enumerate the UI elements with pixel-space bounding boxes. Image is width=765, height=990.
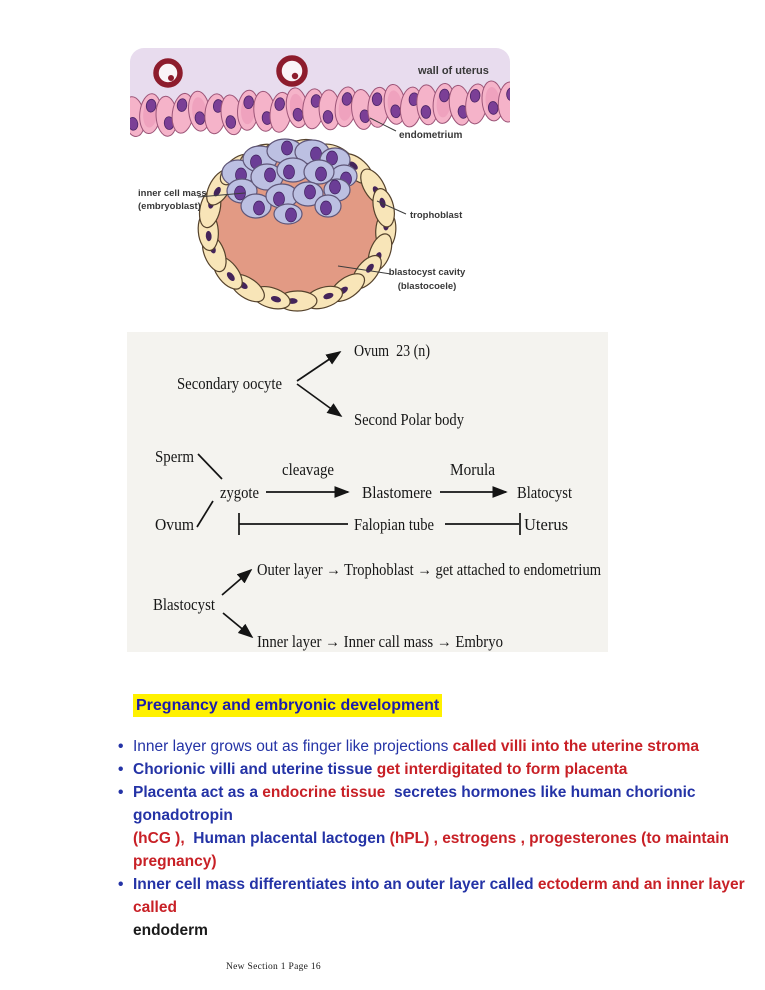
- note-text-segment: (hPL) , estrogens , progesterones (to ma…: [389, 830, 729, 847]
- note-line: called: [118, 896, 764, 919]
- flow-falopian-tube: Falopian tube: [354, 515, 434, 534]
- note-text-segment: Chorionic villi and uterine tissue: [133, 761, 377, 778]
- flowchart-connectors: [196, 351, 521, 639]
- blood-vessel-icon: [153, 58, 183, 88]
- blastocyst-implantation-figure: wall of uterus endometrium inner cell ma…: [130, 48, 510, 312]
- flow-ovum-23n: Ovum 23 (n): [354, 341, 430, 360]
- flowchart-background: [127, 332, 608, 652]
- note-line: • Chorionic villi and uterine tissue get …: [118, 758, 764, 781]
- flow-morula: Morula: [450, 460, 495, 479]
- flow-blastomere: Blastomere: [362, 483, 432, 502]
- note-line: gonadotropin: [118, 804, 764, 827]
- note-text-segment: Human placental lactogen: [193, 830, 390, 847]
- note-text-segment: get interdigitated to form placenta: [376, 761, 628, 778]
- note-text-segment: Inner layer grows out as finger like pro…: [133, 738, 453, 755]
- flow-outer-layer-line: Outer layer → Trophoblast → get attached…: [257, 560, 601, 579]
- section-heading: Pregnancy and embryonic development: [133, 694, 443, 717]
- note-text-segment: Placenta act as a: [133, 784, 263, 801]
- blastocyst-cavity-label: blastocyst cavity: [389, 267, 466, 278]
- bullet-marker: •: [118, 761, 124, 778]
- blastocoele-label: (blastocoele): [398, 281, 457, 292]
- bullet-list: • Inner layer grows out as finger like pr…: [118, 735, 764, 942]
- flow-uterus: Uterus: [524, 515, 568, 534]
- note-line: endoderm: [118, 919, 764, 942]
- flow-zygote: zygote: [220, 483, 259, 502]
- bullet-marker: •: [118, 738, 124, 755]
- note-text-segment: pregnancy): [133, 853, 217, 870]
- note-line: • Inner layer grows out as finger like pr…: [118, 735, 764, 758]
- note-text-segment: endocrine tissue: [262, 784, 386, 801]
- leader-lines: [197, 117, 407, 275]
- endometrium-cell-layer: [130, 80, 510, 137]
- note-line: pregnancy): [118, 850, 764, 873]
- flow-ovum: Ovum: [155, 515, 194, 534]
- endometrium-label: endometrium: [399, 130, 462, 141]
- bullet-spacer: [118, 827, 133, 850]
- notes-section: Pregnancy and embryonic development • Inn…: [118, 694, 764, 942]
- flow-blastocyst: Blastocyst: [153, 595, 215, 614]
- bullet-spacer: [118, 804, 133, 827]
- note-text-segment: called: [133, 899, 177, 916]
- flow-secondary-oocyte: Secondary oocyte: [177, 374, 282, 393]
- bullet-marker: •: [118, 784, 124, 801]
- inner-cell-mass-cluster: [221, 138, 358, 225]
- trophoblast-label: trophoblast: [410, 210, 463, 221]
- note-line: • Inner cell mass differentiates into an …: [118, 873, 764, 896]
- note-line: • Placenta act as a endocrine tissue secr…: [118, 781, 764, 804]
- wall-of-uterus-label: wall of uterus: [417, 65, 489, 77]
- bullet-spacer: [118, 896, 133, 919]
- flow-sperm: Sperm: [155, 447, 194, 466]
- bullet-spacer: [118, 850, 133, 873]
- note-text-segment: endoderm: [133, 922, 208, 939]
- page-footer: New Section 1 Page 16: [226, 962, 321, 972]
- development-flowchart-figure: Secondary oocyte Ovum 23 (n) Second Pola…: [127, 332, 608, 652]
- note-text-segment: called villi into the uterine stroma: [452, 738, 699, 755]
- flow-inner-layer-line: Inner layer → Inner call mass → Embryo: [257, 632, 503, 651]
- note-text-segment: secretes hormones like human chorionic: [385, 784, 696, 801]
- embryoblast-label: (embryoblast): [138, 201, 201, 212]
- bullet-marker: •: [118, 876, 124, 893]
- note-text-segment: gonadotropin: [133, 807, 233, 824]
- note-text-segment: Inner cell mass differentiates into an o…: [133, 876, 538, 893]
- note-line: (hCG ), Human placental lactogen (hPL) ,…: [118, 827, 764, 850]
- bullet-spacer: [118, 919, 133, 942]
- note-text-segment: ectoderm and an inner layer: [537, 876, 745, 893]
- flow-blatocyst: Blatocyst: [517, 483, 572, 502]
- flow-cleavage: cleavage: [282, 460, 334, 479]
- flow-second-polar-body: Second Polar body: [354, 410, 464, 429]
- note-text-segment: (hCG ),: [133, 830, 194, 847]
- blood-vessel-icon: [276, 55, 308, 87]
- inner-cell-mass-label: inner cell mass: [138, 188, 207, 199]
